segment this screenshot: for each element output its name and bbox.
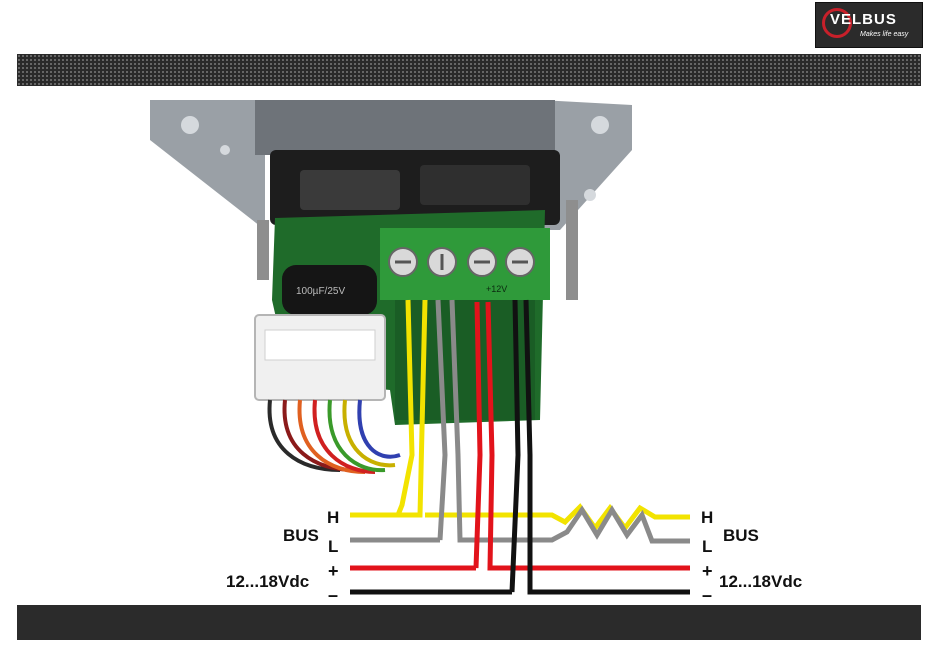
right-minus-label: – bbox=[702, 585, 712, 605]
mounting-screw-right bbox=[566, 200, 578, 300]
footer-band bbox=[17, 605, 921, 640]
right-plus-label: + bbox=[702, 561, 713, 581]
right-bus-label: BUS bbox=[723, 526, 759, 545]
terminal-block: +12V bbox=[380, 228, 550, 300]
terminal-label: +12V bbox=[486, 284, 507, 294]
capacitor: 100µF/25V bbox=[282, 265, 377, 315]
left-h-label: H bbox=[327, 508, 339, 527]
left-power-label: 12...18Vdc bbox=[226, 572, 309, 591]
right-power-label: 12...18Vdc bbox=[719, 572, 802, 591]
right-h-label: H bbox=[701, 508, 713, 527]
left-bus-label: BUS bbox=[283, 526, 319, 545]
left-minus-label: – bbox=[328, 585, 338, 605]
left-l-label: L bbox=[328, 537, 338, 556]
left-plus-label: + bbox=[328, 561, 339, 581]
mounting-screw-left bbox=[257, 220, 269, 280]
right-l-label: L bbox=[702, 537, 712, 556]
ribbon-cable bbox=[270, 400, 400, 472]
ribbon-connector bbox=[255, 315, 385, 400]
capacitor-marking: 100µF/25V bbox=[296, 286, 345, 297]
